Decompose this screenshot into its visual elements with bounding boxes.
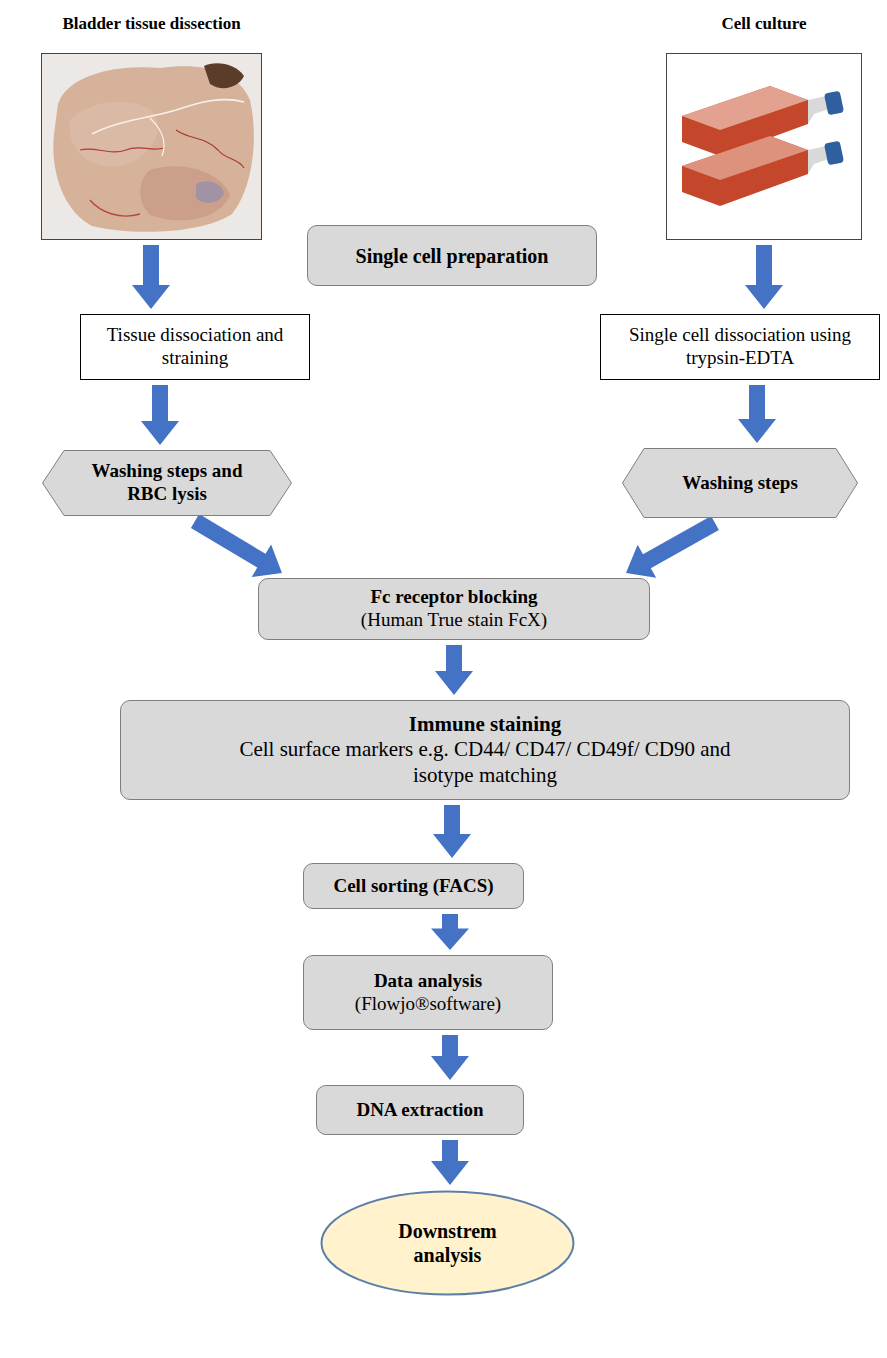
process-box: DNA extraction xyxy=(316,1085,524,1135)
step-box: Tissue dissociation and straining xyxy=(80,314,310,380)
block-arrow xyxy=(141,385,179,445)
node-title: Bladder tissue dissection xyxy=(2,14,301,34)
tissue xyxy=(53,66,254,232)
step-box: Single cell dissociation using trypsin-E… xyxy=(600,314,880,380)
node-title: Single cell preparation xyxy=(356,244,549,268)
node-title: Fc receptor blocking xyxy=(370,586,537,609)
block-arrow xyxy=(132,245,170,309)
node-title: DNA extraction xyxy=(356,1099,483,1122)
terminal-ellipse: Downstrem analysis xyxy=(320,1190,575,1296)
ellipse-outline xyxy=(320,1190,575,1296)
process-box: Cell sorting (FACS) xyxy=(303,863,524,909)
flask-body xyxy=(682,136,808,206)
node-title: Cell culture xyxy=(627,14,887,34)
flask-cap xyxy=(824,91,844,116)
block-arrow xyxy=(745,245,783,309)
tissue-patch xyxy=(140,166,230,220)
photo-box: Bladder tissue dissection xyxy=(41,53,262,240)
node-title: Single cell dissociation using trypsin-E… xyxy=(615,324,865,370)
outline xyxy=(623,449,858,518)
vessel xyxy=(90,200,140,216)
node-title: Immune staining xyxy=(409,712,561,737)
node-body: Cell surface markers e.g. CD44/ CD47/ CD… xyxy=(235,737,735,787)
node-title: Washing steps and RBC lysis xyxy=(74,460,260,506)
flask-top xyxy=(682,86,808,130)
block-arrow xyxy=(431,1035,469,1080)
node-title: Washing steps xyxy=(682,472,798,495)
node-title: Downstrem analysis xyxy=(366,1219,529,1267)
process-box: Data analysis(Flowjo®software) xyxy=(303,955,553,1030)
photo-box: Cell culture xyxy=(666,53,862,240)
tissue-patch xyxy=(70,102,158,167)
block-arrow xyxy=(191,514,282,577)
node-body: (Human True stain FcX) xyxy=(361,609,547,632)
bladder-tissue-photo xyxy=(41,53,262,240)
flask-cap xyxy=(824,141,844,166)
outline xyxy=(43,451,292,516)
hexagon-box: Washing steps xyxy=(622,448,858,518)
node-title: Data analysis xyxy=(374,970,482,993)
hexagon-box: Washing steps and RBC lysis xyxy=(42,450,292,516)
flask-top xyxy=(682,136,808,180)
block-arrow xyxy=(433,805,471,858)
block-arrow xyxy=(431,914,469,950)
process-box: Single cell preparation xyxy=(307,225,597,286)
culture-flasks-photo xyxy=(666,53,862,240)
block-arrow xyxy=(738,385,776,443)
suture-thread xyxy=(92,100,244,134)
suture-thread xyxy=(150,118,164,156)
vessel xyxy=(176,130,244,168)
tissue-dark-spot xyxy=(204,63,244,88)
process-box: Fc receptor blocking(Human True stain Fc… xyxy=(258,578,650,640)
process-box: Immune stainingCell surface markers e.g.… xyxy=(120,700,850,800)
block-arrow xyxy=(435,645,473,695)
node-title: Tissue dissociation and straining xyxy=(95,324,295,370)
outline xyxy=(322,1192,574,1295)
block-arrow xyxy=(431,1140,469,1185)
photo-ground xyxy=(666,53,862,240)
node-title: Cell sorting (FACS) xyxy=(333,875,493,898)
photo-ground xyxy=(41,53,262,240)
block-arrow xyxy=(626,516,719,578)
vessel xyxy=(80,148,164,152)
tissue-patch xyxy=(196,181,224,203)
node-body: (Flowjo®software) xyxy=(355,993,501,1016)
